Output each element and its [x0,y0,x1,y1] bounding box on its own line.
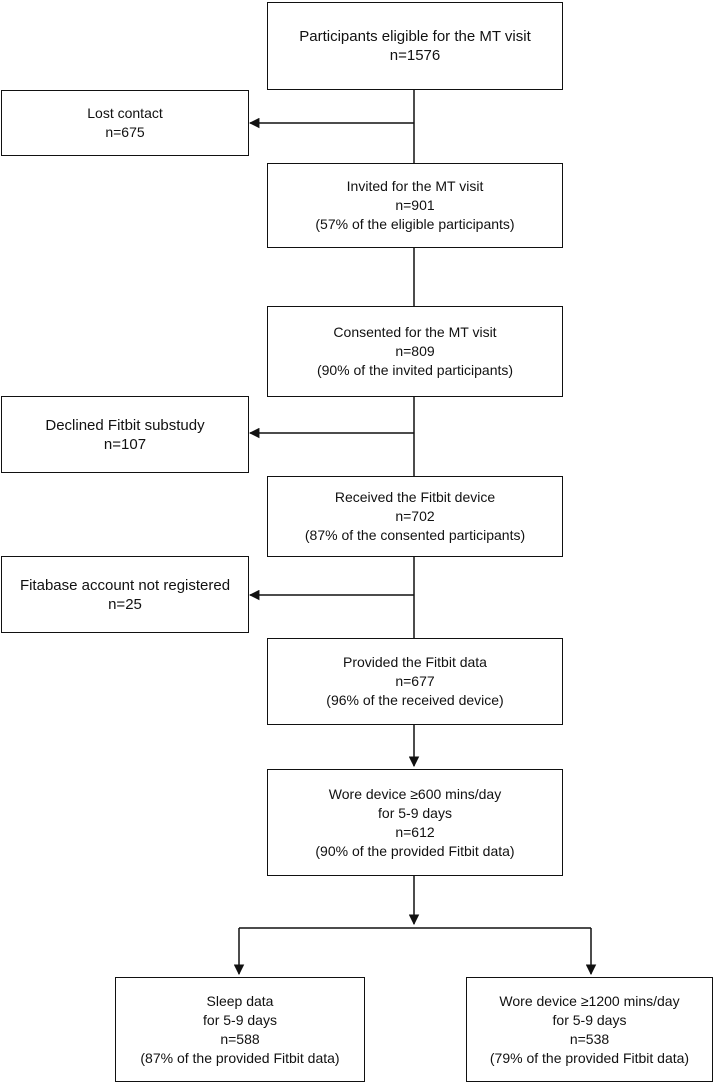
wore600-label: Wore device ≥600 mins/day [328,785,502,802]
invited-percent: (57% of the eligible participants) [315,216,515,232]
provided-count: n=677 [395,673,435,689]
eligible-box: Participants eligible for the MT visit n… [267,2,563,90]
eligible-count: n=1576 [389,47,441,64]
received-percent: (87% of the consented participants) [304,527,526,543]
not-registered-box: Fitabase account not registered n=25 [1,556,249,633]
declined-label: Declined Fitbit substudy [45,416,205,434]
sleep-label: Sleep data [206,992,274,1009]
received-box: Received the Fitbit device n=702 (87% of… [267,476,563,557]
provided-label: Provided the Fitbit data [343,654,487,670]
consented-box: Consented for the MT visit n=809 (90% of… [267,306,563,397]
lost-contact-label: Lost contact [87,105,163,121]
sleep-period: for 5-9 days [203,1011,277,1028]
invited-box: Invited for the MT visit n=901 (57% of t… [267,163,563,248]
invited-label: Invited for the MT visit [346,178,484,194]
provided-percent: (96% of the received device) [326,692,504,708]
sleep-count: n=588 [220,1030,260,1047]
received-label: Received the Fitbit device [334,489,496,505]
invited-count: n=901 [395,197,435,213]
wore1200-count: n=538 [569,1030,610,1047]
declined-box: Declined Fitbit substudy n=107 [1,396,249,473]
not-registered-count: n=25 [108,595,142,613]
sleep-percent: (87% of the provided Fitbit data) [140,1049,340,1066]
wore1200-period: for 5-9 days [552,1011,627,1028]
wore1200-label: Wore device ≥1200 mins/day [499,992,680,1009]
wore600-percent: (90% of the provided Fitbit data) [315,842,515,859]
consented-count: n=809 [395,343,435,359]
eligible-label: Participants eligible for the MT visit [299,28,531,45]
wore1200-box: Wore device ≥1200 mins/day for 5-9 days … [466,977,713,1082]
consented-percent: (90% of the invited participants) [316,362,514,378]
provided-box: Provided the Fitbit data n=677 (96% of t… [267,638,563,725]
lost-contact-box: Lost contact n=675 [1,90,249,156]
not-registered-label: Fitabase account not registered [19,576,231,594]
wore600-count: n=612 [395,823,435,840]
wore1200-percent: (79% of the provided Fitbit data) [489,1049,690,1066]
consented-label: Consented for the MT visit [333,324,497,340]
lost-contact-count: n=675 [105,124,145,140]
received-count: n=702 [395,508,435,524]
declined-count: n=107 [103,435,147,453]
sleep-box: Sleep data for 5-9 days n=588 (87% of th… [115,977,365,1082]
wore600-box: Wore device ≥600 mins/day for 5-9 days n… [267,769,563,876]
wore600-period: for 5-9 days [378,804,452,821]
